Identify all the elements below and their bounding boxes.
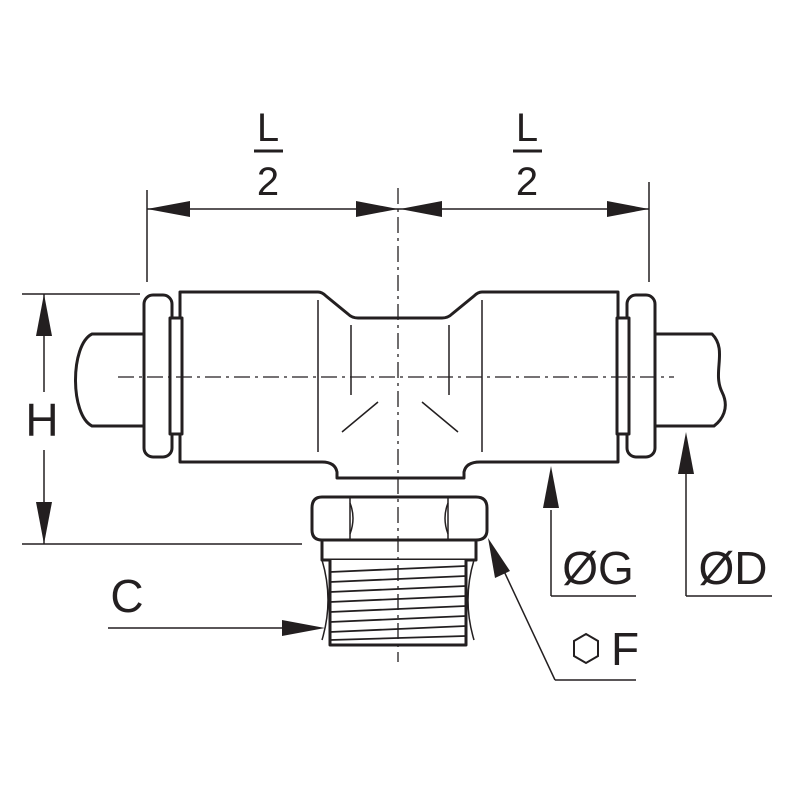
collet-left-inner <box>168 316 184 436</box>
label-l-left-numerator: L <box>257 106 279 150</box>
label-l-right-numerator: L <box>516 106 538 150</box>
hex-chamfer-left <box>349 502 354 535</box>
arrowhead-g <box>543 466 559 508</box>
arrowhead-h-top <box>36 294 52 336</box>
center-lines <box>118 188 674 662</box>
dimension-f: F <box>488 538 639 681</box>
tubes <box>74 332 727 428</box>
dimension-g: ØG <box>543 466 636 597</box>
arrowhead-c <box>282 620 325 636</box>
bore-line-left <box>341 401 379 433</box>
label-g: ØG <box>562 542 634 594</box>
thread-profile-right <box>467 559 475 641</box>
arrowhead-right-outer <box>607 201 649 217</box>
dimension-h: H <box>22 293 302 545</box>
fitting-body <box>142 290 657 480</box>
dimension-c: C <box>108 570 325 636</box>
thread-collar <box>320 538 478 562</box>
arrowhead-left-outer <box>147 201 190 217</box>
arrowhead-d <box>678 432 694 474</box>
arrowhead-f <box>488 538 510 578</box>
hex-chamfer-right <box>444 502 449 535</box>
tee-body <box>178 290 620 480</box>
hex-nut <box>310 495 489 542</box>
label-h: H <box>25 394 58 446</box>
label-c: C <box>110 570 143 622</box>
hexagon-icon <box>573 632 599 665</box>
tube-left <box>74 332 150 428</box>
label-l-left-denominator: 2 <box>257 160 279 204</box>
collet-right <box>625 293 657 459</box>
tube-right <box>650 332 727 428</box>
arrowhead-h-bottom <box>36 502 52 544</box>
label-d: ØD <box>699 542 768 594</box>
arrowhead-right-inner <box>400 201 442 217</box>
bore-line-right <box>421 401 459 433</box>
dimension-l: L 2 L 2 <box>146 106 650 282</box>
arrowhead-left-inner <box>356 201 398 217</box>
hex-nut-outline <box>310 495 489 542</box>
collet-right-inner <box>615 316 631 436</box>
label-l-right-denominator: 2 <box>516 160 538 204</box>
dimension-d: ØD <box>678 432 772 597</box>
thread-profile-left <box>321 559 329 641</box>
collet-left <box>142 293 174 459</box>
threaded-stem <box>320 538 478 647</box>
label-f: F <box>611 623 639 675</box>
